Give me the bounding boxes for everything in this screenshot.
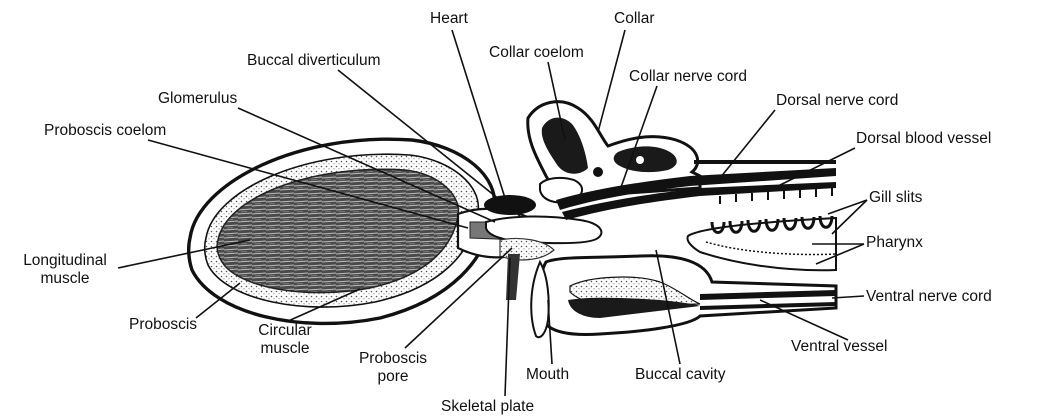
- label-proboscis-coelom: Proboscis coelom: [44, 122, 166, 140]
- label-circular-muscle: Circular muscle: [240, 322, 330, 358]
- label-collar-coelom: Collar coelom: [489, 44, 584, 62]
- label-pharynx: Pharynx: [866, 234, 923, 252]
- label-proboscis-pore: Proboscis pore: [348, 350, 438, 386]
- label-buccal-cavity: Buccal cavity: [635, 366, 725, 384]
- label-buccal-diverticulum: Buccal diverticulum: [247, 52, 381, 70]
- leader-dorsal-nerve-cord: [720, 110, 775, 178]
- label-longitudinal-muscle-line2: muscle: [12, 270, 118, 288]
- label-collar-nerve-cord: Collar nerve cord: [629, 68, 747, 86]
- proboscis-body: [189, 139, 495, 323]
- label-mouth: Mouth: [526, 366, 569, 384]
- label-collar: Collar: [614, 10, 654, 28]
- label-ventral-nerve-cord: Ventral nerve cord: [866, 288, 992, 306]
- leader-gill-slits-1: [828, 200, 867, 214]
- label-skeletal-plate: Skeletal plate: [441, 398, 534, 416]
- leader-gill-slits-2: [832, 200, 867, 234]
- pharynx-shape: [688, 216, 837, 270]
- leader-collar: [598, 30, 625, 132]
- label-glomerulus: Glomerulus: [158, 90, 237, 108]
- label-proboscis-pore-line2: pore: [348, 368, 438, 386]
- label-circular-muscle-line1: Circular: [240, 322, 330, 340]
- label-proboscis: Proboscis: [129, 316, 197, 334]
- label-dorsal-blood-vessel: Dorsal blood vessel: [856, 130, 991, 148]
- label-proboscis-pore-line1: Proboscis: [348, 350, 438, 368]
- label-ventral-vessel: Ventral vessel: [791, 338, 888, 356]
- label-longitudinal-muscle-line1: Longitudinal: [12, 252, 118, 270]
- heart-shape: [484, 195, 536, 215]
- label-heart: Heart: [430, 10, 468, 28]
- label-gill-slits: Gill slits: [869, 189, 922, 207]
- label-longitudinal-muscle: Longitudinal muscle: [12, 252, 118, 288]
- label-dorsal-nerve-cord: Dorsal nerve cord: [776, 92, 898, 110]
- label-circular-muscle-line2: muscle: [240, 340, 330, 358]
